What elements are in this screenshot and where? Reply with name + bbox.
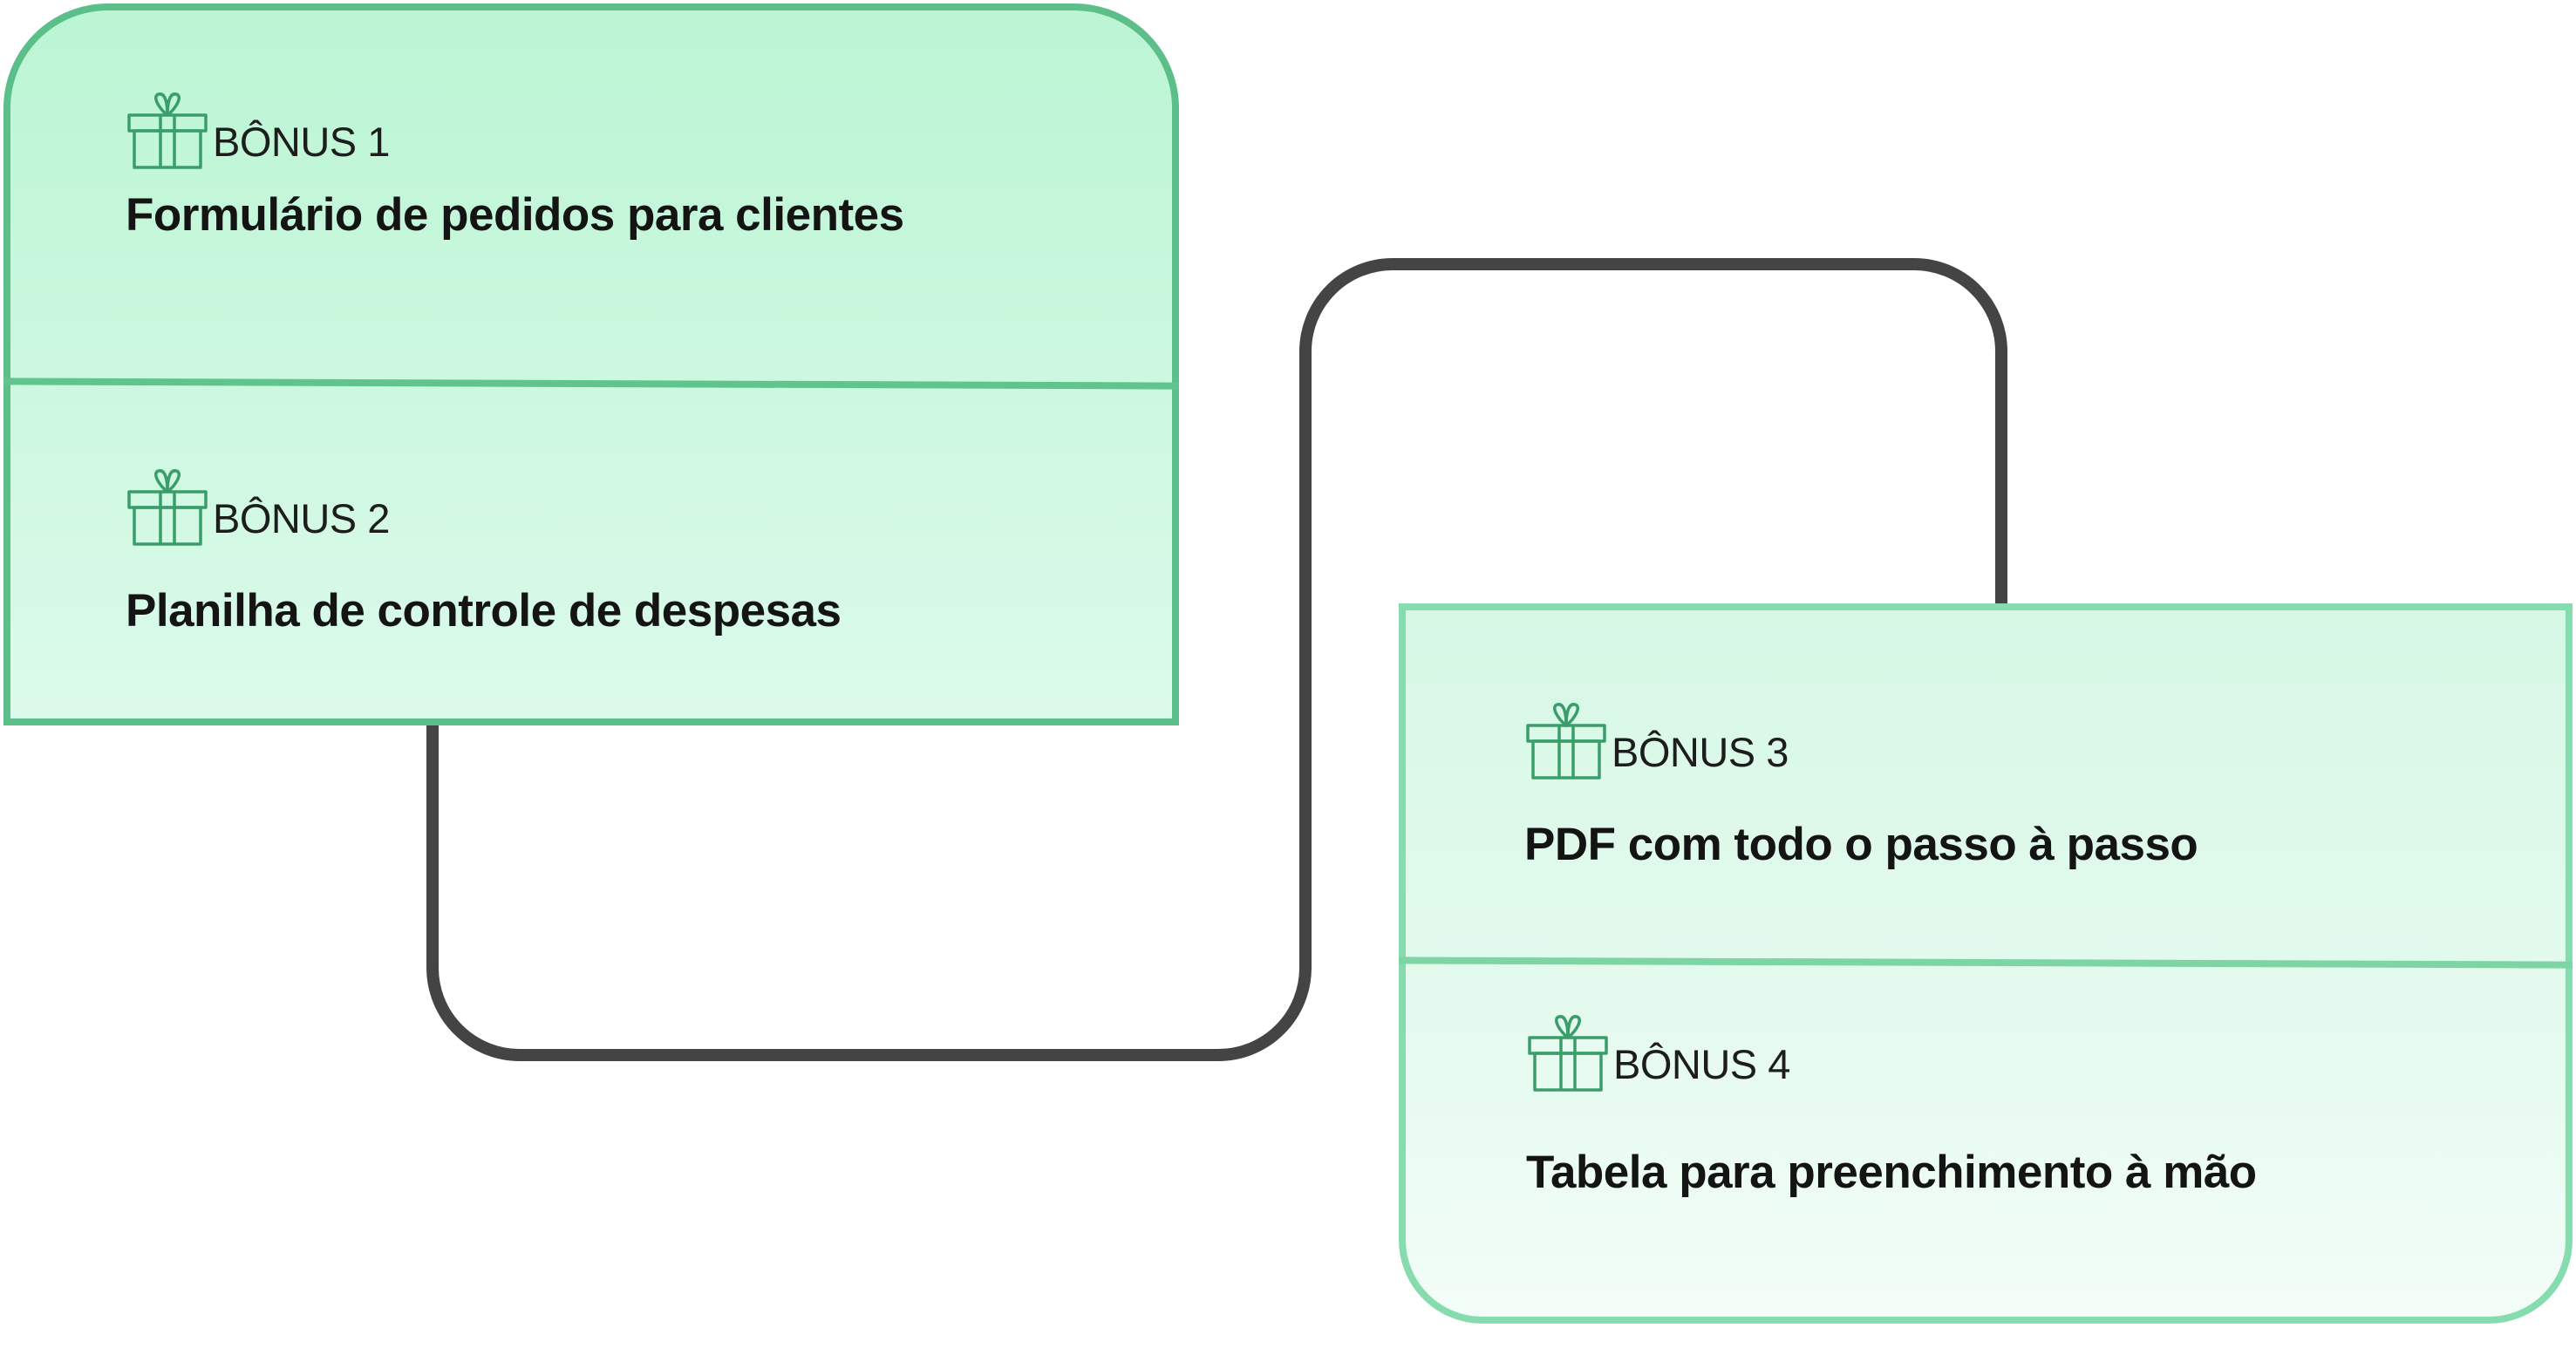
bonus-item-1: BÔNUS 1 Formulário de pedidos para clien… [126, 89, 904, 242]
gift-icon [1528, 1015, 1608, 1092]
bonus-tag: BÔNUS 3 [1524, 699, 2198, 783]
bonus-title: PDF com todo o passo à passo [1524, 819, 2198, 870]
bonus-label: BÔNUS 1 [213, 118, 390, 165]
gift-icon [127, 469, 208, 546]
gift-icon [1526, 703, 1606, 780]
card-divider [1398, 957, 2573, 969]
card-divider [3, 378, 1180, 390]
bonus-label: BÔNUS 4 [1613, 1040, 1790, 1087]
bonus-tag: BÔNUS 2 [126, 466, 842, 549]
bonus-item-4: BÔNUS 4 Tabela para preenchimento à mão [1526, 1011, 2257, 1199]
connector-line [426, 258, 2007, 1061]
bonus-card-right: BÔNUS 3 PDF com todo o passo à passo BÔN… [1398, 603, 2573, 1324]
bonus-tag: BÔNUS 4 [1526, 1011, 2257, 1095]
bonus-item-2: BÔNUS 2 Planilha de controle de despesas [126, 466, 842, 637]
bonus-title: Tabela para preenchimento à mão [1526, 1147, 2257, 1198]
bonus-title: Formulário de pedidos para clientes [126, 189, 904, 241]
bonus-item-3: BÔNUS 3 PDF com todo o passo à passo [1524, 699, 2198, 871]
bonus-card-left: BÔNUS 1 Formulário de pedidos para clien… [3, 3, 1180, 725]
bonus-title: Planilha de controle de despesas [126, 585, 842, 637]
bonus-label: BÔNUS 3 [1612, 728, 1789, 775]
gift-icon [127, 92, 208, 169]
bonus-label: BÔNUS 2 [213, 494, 390, 541]
bonus-tag: BÔNUS 1 [126, 89, 904, 173]
